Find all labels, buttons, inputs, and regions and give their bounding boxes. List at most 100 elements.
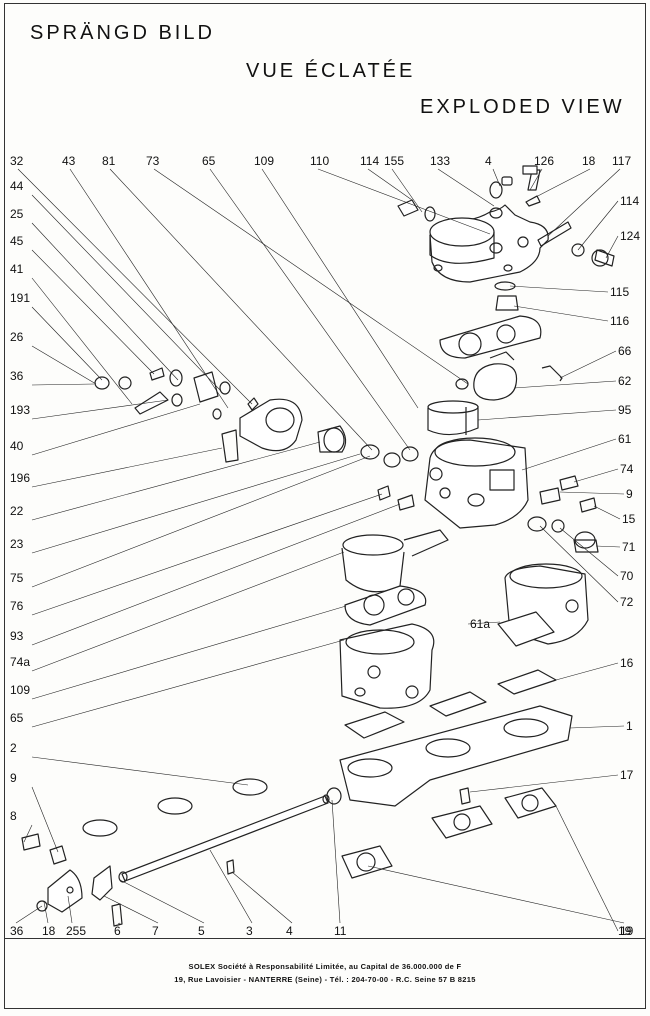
footer-rule [4, 938, 646, 939]
carburettor-body-left [339, 623, 435, 709]
callout-label-left-76: 76 [10, 599, 24, 613]
leader-line-left-8 [23, 824, 33, 843]
leader-line-top-109 [261, 168, 419, 409]
callout-label-right-66: 66 [618, 344, 632, 358]
callout-label-right-116: 116 [610, 314, 629, 328]
footer-company-line: SOLEX Société à Responsabilité Limitée, … [188, 962, 462, 971]
leader-line-right-115 [509, 285, 609, 293]
callout-label-right-1: 1 [626, 719, 633, 733]
callout-label-left-74a: 74a [10, 655, 30, 669]
leader-line-left-93 [31, 503, 401, 646]
spring-66 [541, 365, 563, 382]
title-french: VUE ÉCLATÉE [246, 60, 416, 82]
callout-label-right-95: 95 [618, 403, 632, 417]
leader-line-top-117 [547, 168, 621, 237]
leader-line-left-41 [31, 277, 133, 405]
callout-label-bottom-19: 19 [618, 924, 632, 938]
leader-line-bottom-36 [15, 905, 43, 924]
leader-line-right-116 [513, 305, 609, 322]
callout-label-right-62: 62 [618, 374, 632, 388]
callout-label-top-155: 155 [384, 154, 404, 168]
callout-label-left-22: 22 [10, 504, 24, 518]
leader-line-top-133 [437, 168, 495, 207]
leader-line-right-9 [559, 491, 625, 495]
callout-label-left-45: 45 [10, 234, 24, 248]
leader-line-left-2 [31, 756, 249, 786]
leader-line-right-1 [569, 725, 625, 729]
carburettor-body-61 [424, 437, 529, 529]
leader-line-left-45 [31, 249, 155, 375]
leader-line-left-76 [31, 493, 383, 616]
leader-line-left-40 [31, 403, 201, 456]
top-small-parts [397, 165, 615, 311]
callout-label-top-4: 4 [485, 154, 492, 168]
leader-line-left-65 [31, 639, 345, 728]
callout-label-bottom-4: 4 [286, 924, 293, 938]
callout-label-left-196: 196 [10, 471, 30, 485]
callout-label-top-109: 109 [254, 154, 274, 168]
leader-line-right-70 [559, 527, 619, 577]
bolt-17 [459, 787, 471, 805]
callout-label-right-61: 61 [618, 432, 632, 446]
leader-line-left-23 [31, 453, 361, 554]
leader-line-right-95 [477, 409, 617, 421]
callout-label-left-25: 25 [10, 207, 24, 221]
leader-line-left-196 [31, 447, 223, 488]
top-gasket [439, 315, 542, 359]
leader-line-bottom-6 [117, 922, 121, 925]
leader-line-left-25 [31, 222, 179, 381]
leader-line-top-155 [391, 168, 423, 213]
leader-line-right-71 [595, 545, 621, 548]
page-frame [4, 3, 646, 1009]
callout-label-top-18: 18 [582, 154, 596, 168]
callout-label-right-17: 17 [620, 768, 634, 782]
gasket-middle [344, 585, 427, 626]
leader-line-right-124 [605, 235, 619, 259]
leader-line-right-61 [521, 438, 617, 471]
callout-label-left-109: 109 [10, 683, 30, 697]
callout-leader-lines [15, 168, 625, 932]
callout-label-bottom-255: 255 [66, 924, 86, 938]
callout-label-top-43: 43 [62, 154, 76, 168]
float-bowl-left [341, 529, 449, 593]
leader-line-top-81 [109, 168, 373, 451]
callout-label-top-110: 110 [310, 154, 329, 168]
callout-label-right-71: 71 [622, 540, 636, 554]
callout-label-left-8: 8 [10, 809, 17, 823]
leader-line-bottom-255 [67, 895, 73, 924]
leader-line-right-62 [513, 380, 617, 389]
callout-label-bottom-3: 3 [246, 924, 253, 938]
callout-label-right-61a: 61a [470, 617, 490, 631]
callout-label-left-44: 44 [10, 179, 24, 193]
leader-line-right-61a [467, 621, 501, 625]
callout-label-bottom-7: 7 [152, 924, 159, 938]
leader-line-right-17 [469, 774, 619, 793]
leader-line-bottom-7 [103, 895, 159, 924]
callout-label-bottom-5: 5 [198, 924, 205, 938]
callout-label-left-9: 9 [10, 771, 17, 785]
callout-label-top-73: 73 [146, 154, 160, 168]
callout-label-top-81: 81 [102, 154, 116, 168]
callout-label-left-40: 40 [10, 439, 24, 453]
callout-label-left-65: 65 [10, 711, 24, 725]
callout-label-bottom-6: 6 [114, 924, 121, 938]
leader-line-bottom-3 [209, 849, 253, 924]
leader-line-left-9 [31, 786, 59, 853]
flange-gaskets-19 [341, 787, 557, 879]
leader-line-right-66 [559, 350, 617, 379]
float-62 [455, 351, 518, 401]
throttle-discs-2 [82, 778, 268, 837]
leader-line-left-36 [31, 383, 95, 386]
leader-line-left-193 [31, 399, 169, 420]
leader-line-bottom-11 [331, 799, 341, 924]
title-swedish: SPRÄNGD BILD [30, 22, 215, 44]
lever-parts-bottom [21, 833, 123, 927]
carburettor-body-right [497, 563, 589, 647]
callout-label-left-193: 193 [10, 403, 30, 417]
callout-label-right-115: 115 [610, 285, 629, 299]
callout-label-left-191: 191 [10, 291, 30, 305]
linkage-cluster [94, 367, 419, 511]
callout-label-top-133: 133 [430, 154, 450, 168]
